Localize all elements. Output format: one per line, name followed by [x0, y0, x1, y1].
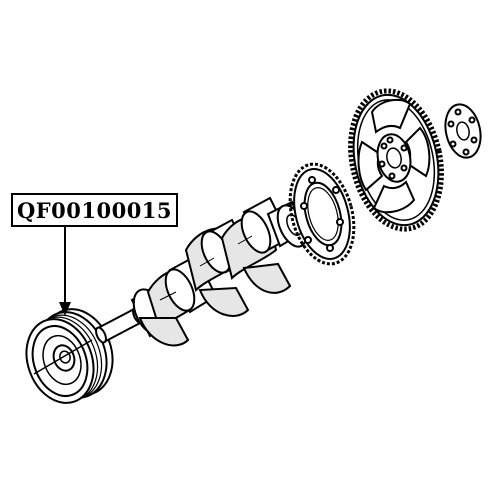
gear-icon[interactable] — [280, 157, 364, 271]
crankshaft-icon[interactable] — [94, 196, 312, 347]
leader-arrow — [59, 227, 71, 316]
pulley-icon[interactable] — [15, 299, 124, 412]
washer-icon[interactable] — [441, 101, 485, 161]
flywheel-icon[interactable] — [338, 82, 453, 237]
part-number-label: QF00100015 — [11, 193, 178, 227]
part-number-text: QF00100015 — [16, 197, 173, 223]
